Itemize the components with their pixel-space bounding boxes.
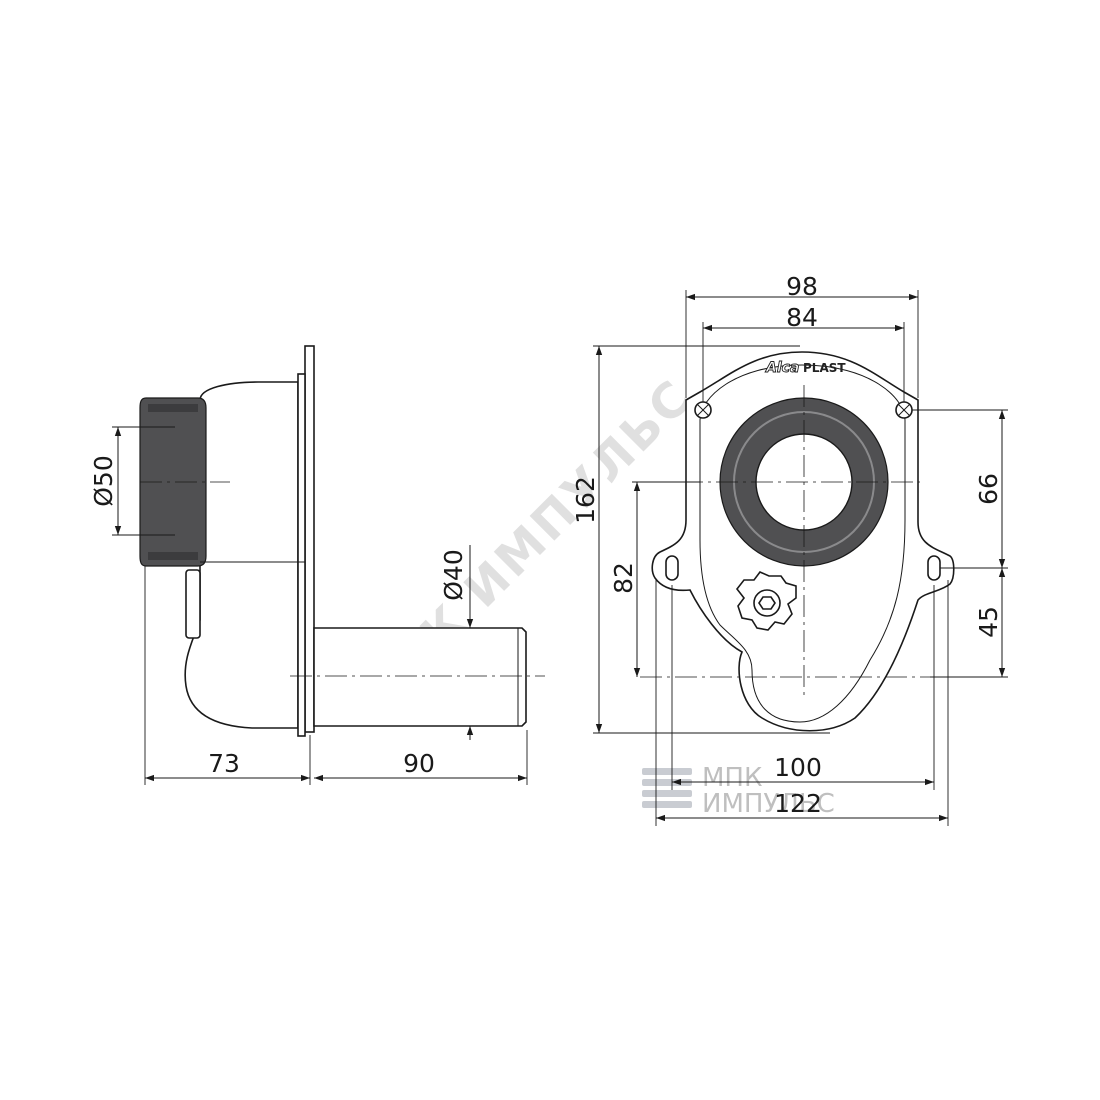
dim-outlet-diameter: Ø50: [89, 455, 118, 507]
dim-lug-to-center: 45: [974, 606, 1003, 638]
watermark-logo-line1: МПК: [702, 763, 762, 793]
front-view: Alca PLAST: [640, 351, 955, 732]
alcaplast-logo: Alca PLAST: [765, 360, 847, 377]
screw-hole-left: [694, 401, 712, 419]
dim-hole-spacing: 84: [786, 303, 818, 332]
inlet-pipe: [313, 627, 527, 727]
dim-total-width: 122: [774, 789, 822, 818]
side-view-dimensions: Ø50 Ø40 73 90: [89, 426, 528, 785]
plate-collar: [297, 373, 306, 737]
siphon-body: [184, 381, 299, 729]
logo-part2: PLAST: [803, 361, 846, 375]
seal-ring-top: [148, 404, 198, 412]
dim-total-height: 162: [571, 476, 600, 524]
cleaning-plug: [735, 571, 797, 631]
screw-hole-right: [895, 401, 913, 419]
watermark-logo: МПК ИМПУЛЬС: [642, 763, 835, 819]
dim-hole-to-lug: 66: [974, 473, 1003, 505]
wall-plate: [304, 345, 315, 733]
outlet-seal: [139, 397, 207, 567]
inner-outline: [699, 364, 906, 723]
lug-slot-right: [927, 555, 941, 581]
watermark-logo-icon: [642, 768, 692, 808]
seal-ring-bottom: [148, 552, 198, 560]
dim-body-depth: 73: [208, 749, 240, 778]
dim-mount-height: 82: [609, 562, 638, 594]
lug-slot-left: [665, 555, 679, 581]
dim-pipe-length: 90: [403, 749, 435, 778]
front-view-dimensions: 98 84 162 82 66 45 100 122: [571, 272, 1008, 826]
logo-part1: Alca: [765, 360, 799, 376]
dim-plate-width: 98: [786, 272, 818, 301]
dim-inlet-diameter: Ø40: [439, 549, 468, 601]
dim-lug-spacing: 100: [774, 753, 822, 782]
body-clip: [185, 569, 201, 639]
watermark-logo-line2: ИМПУЛЬС: [702, 789, 835, 819]
side-view: [139, 345, 545, 737]
